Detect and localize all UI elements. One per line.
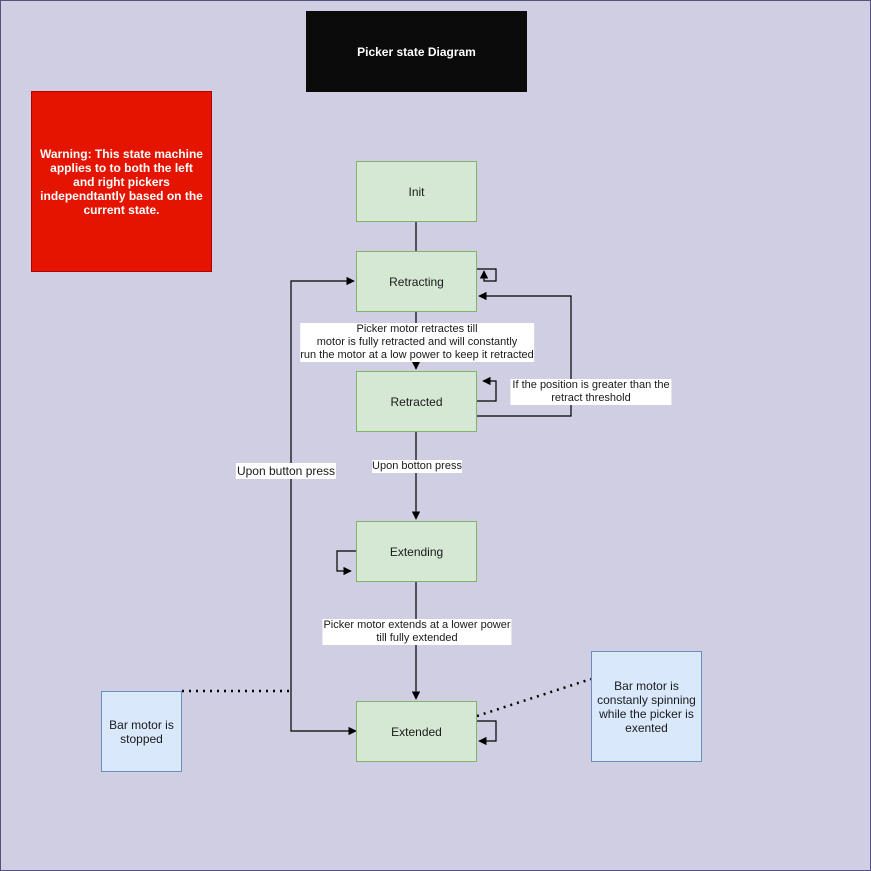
note-bar-motor-spinning[interactable]: Bar motor is constanly spinning while th…	[591, 651, 702, 762]
label-line: motor is fully retracted and will consta…	[316, 336, 518, 348]
note-bar-motor-stopped[interactable]: Bar motor is stopped	[101, 691, 182, 772]
label-line: Picker motor extends at a lower power	[323, 619, 511, 631]
label-retracted-to-extending: Upon botton press	[372, 460, 462, 473]
label-line: run the motor at a low power to keep it …	[300, 349, 534, 361]
note-line: exented	[625, 721, 668, 735]
label-line: If the position is greater than the	[512, 379, 670, 391]
edge-extended-self	[477, 720, 497, 746]
label-line: Picker motor retractes till	[356, 323, 478, 335]
note-line: Bar motor is	[614, 679, 679, 693]
warning-note: Warning: This state machine applies to t…	[31, 91, 212, 272]
state-retracting[interactable]: Retracting	[356, 251, 477, 312]
diagram-title: Picker state Diagram	[306, 11, 527, 92]
note-line: constanly spinning	[597, 693, 696, 707]
state-extended[interactable]: Extended	[356, 701, 477, 762]
state-retracted[interactable]: Retracted	[356, 371, 477, 432]
edge-retracted-self	[477, 376, 497, 402]
edge-extending-self	[336, 550, 356, 576]
label-extended-to-retracting: Upon button press	[235, 463, 337, 479]
label-line: till fully extended	[376, 632, 458, 644]
label-extending-to-extended: Picker motor extends at a lower power ti…	[322, 619, 512, 645]
note-line: while the picker is	[599, 707, 694, 721]
note-line: stopped	[120, 731, 163, 746]
note-text: Bar motor is stopped	[109, 718, 174, 746]
note-text: Bar motor is constanly spinning while th…	[597, 679, 696, 735]
edge-retracted-retracting	[477, 291, 572, 417]
edge-retracting-self	[477, 268, 497, 282]
label-retracted-to-retracting: If the position is greater than the retr…	[510, 379, 672, 405]
note-line: Bar motor is	[109, 717, 174, 732]
state-init[interactable]: Init	[356, 161, 477, 222]
label-retracting-to-retracted: Picker motor retractes till motor is ful…	[300, 323, 534, 362]
label-line: retract threshold	[551, 392, 631, 404]
dotted-link-spinning	[476, 677, 592, 718]
edge-extended-retracting	[290, 276, 357, 736]
state-extending[interactable]: Extending	[356, 521, 477, 582]
